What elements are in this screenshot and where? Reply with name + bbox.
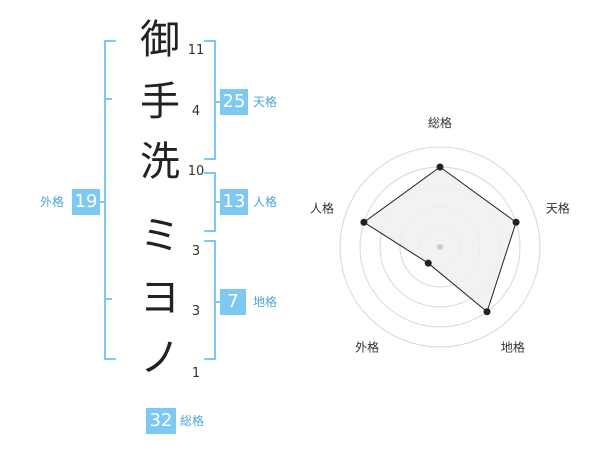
jinkaku-bracket-stem [214,201,220,203]
stroke-count-4: 3 [191,244,201,259]
stroke-count-5: 3 [191,304,201,319]
gaikaku-bracket-tick-1 [104,98,112,100]
radar-point-3 [424,259,432,267]
jinkaku-bracket-bottom [204,230,216,232]
chikaku-bracket-vertical [214,240,216,360]
name-char-3: 洗 [140,139,180,185]
jinkaku-bracket-top [204,172,216,174]
stroke-count-1: 11 [187,43,205,58]
chikaku-label: 地格 [253,295,278,309]
radar-polygon [363,166,517,313]
name-char-1: 御 [140,17,180,63]
name-char-4: ミ [140,213,180,259]
radar-point-4 [360,218,368,226]
name-char-5: ヨ [140,275,180,321]
chikaku-bracket-bottom [204,358,216,360]
radar-center-dot [437,244,443,250]
radar-point-0 [436,163,444,171]
name-char-2: 手 [140,79,180,125]
gaikaku-bracket-bottom [104,358,116,360]
gaikaku-bracket-top [104,40,116,42]
gaikaku-bracket-tick-2 [104,298,112,300]
tenkaku-bracket-stem [214,101,220,103]
radar-axis-label-3: 外格 [355,339,379,354]
jinkaku-badge: 13 [220,189,248,215]
radar-point-1 [512,218,520,226]
soukaku-badge: 32 [146,408,176,434]
jinkaku-label: 人格 [253,195,278,209]
stroke-count-3: 10 [187,164,205,179]
gaikaku-badge: 19 [72,189,100,215]
soukaku-label: 総格 [180,414,205,428]
gaikaku-bracket-vertical [104,40,106,360]
chikaku-bracket-stem [214,301,220,303]
radar-axis-label-2: 地格 [501,339,525,354]
stroke-count-2: 4 [191,104,201,119]
radar-axis-label-0: 総格 [428,115,452,130]
gaikaku-label: 外格 [40,195,65,209]
name-char-6: ノ [140,335,180,381]
radar-axis-label-4: 人格 [310,201,334,216]
tenkaku-bracket-vertical [214,40,216,160]
tenkaku-bracket-bottom [204,158,216,160]
tenkaku-badge: 25 [220,89,248,115]
chikaku-bracket-top [204,240,216,242]
stroke-count-6: 1 [191,366,201,381]
gaikaku-bracket-stem [98,201,104,203]
chikaku-badge: 7 [220,289,246,315]
radar-axis-label-1: 天格 [546,201,570,216]
tenkaku-bracket-top [204,40,216,42]
tenkaku-label: 天格 [253,95,278,109]
radar-point-2 [483,308,491,316]
